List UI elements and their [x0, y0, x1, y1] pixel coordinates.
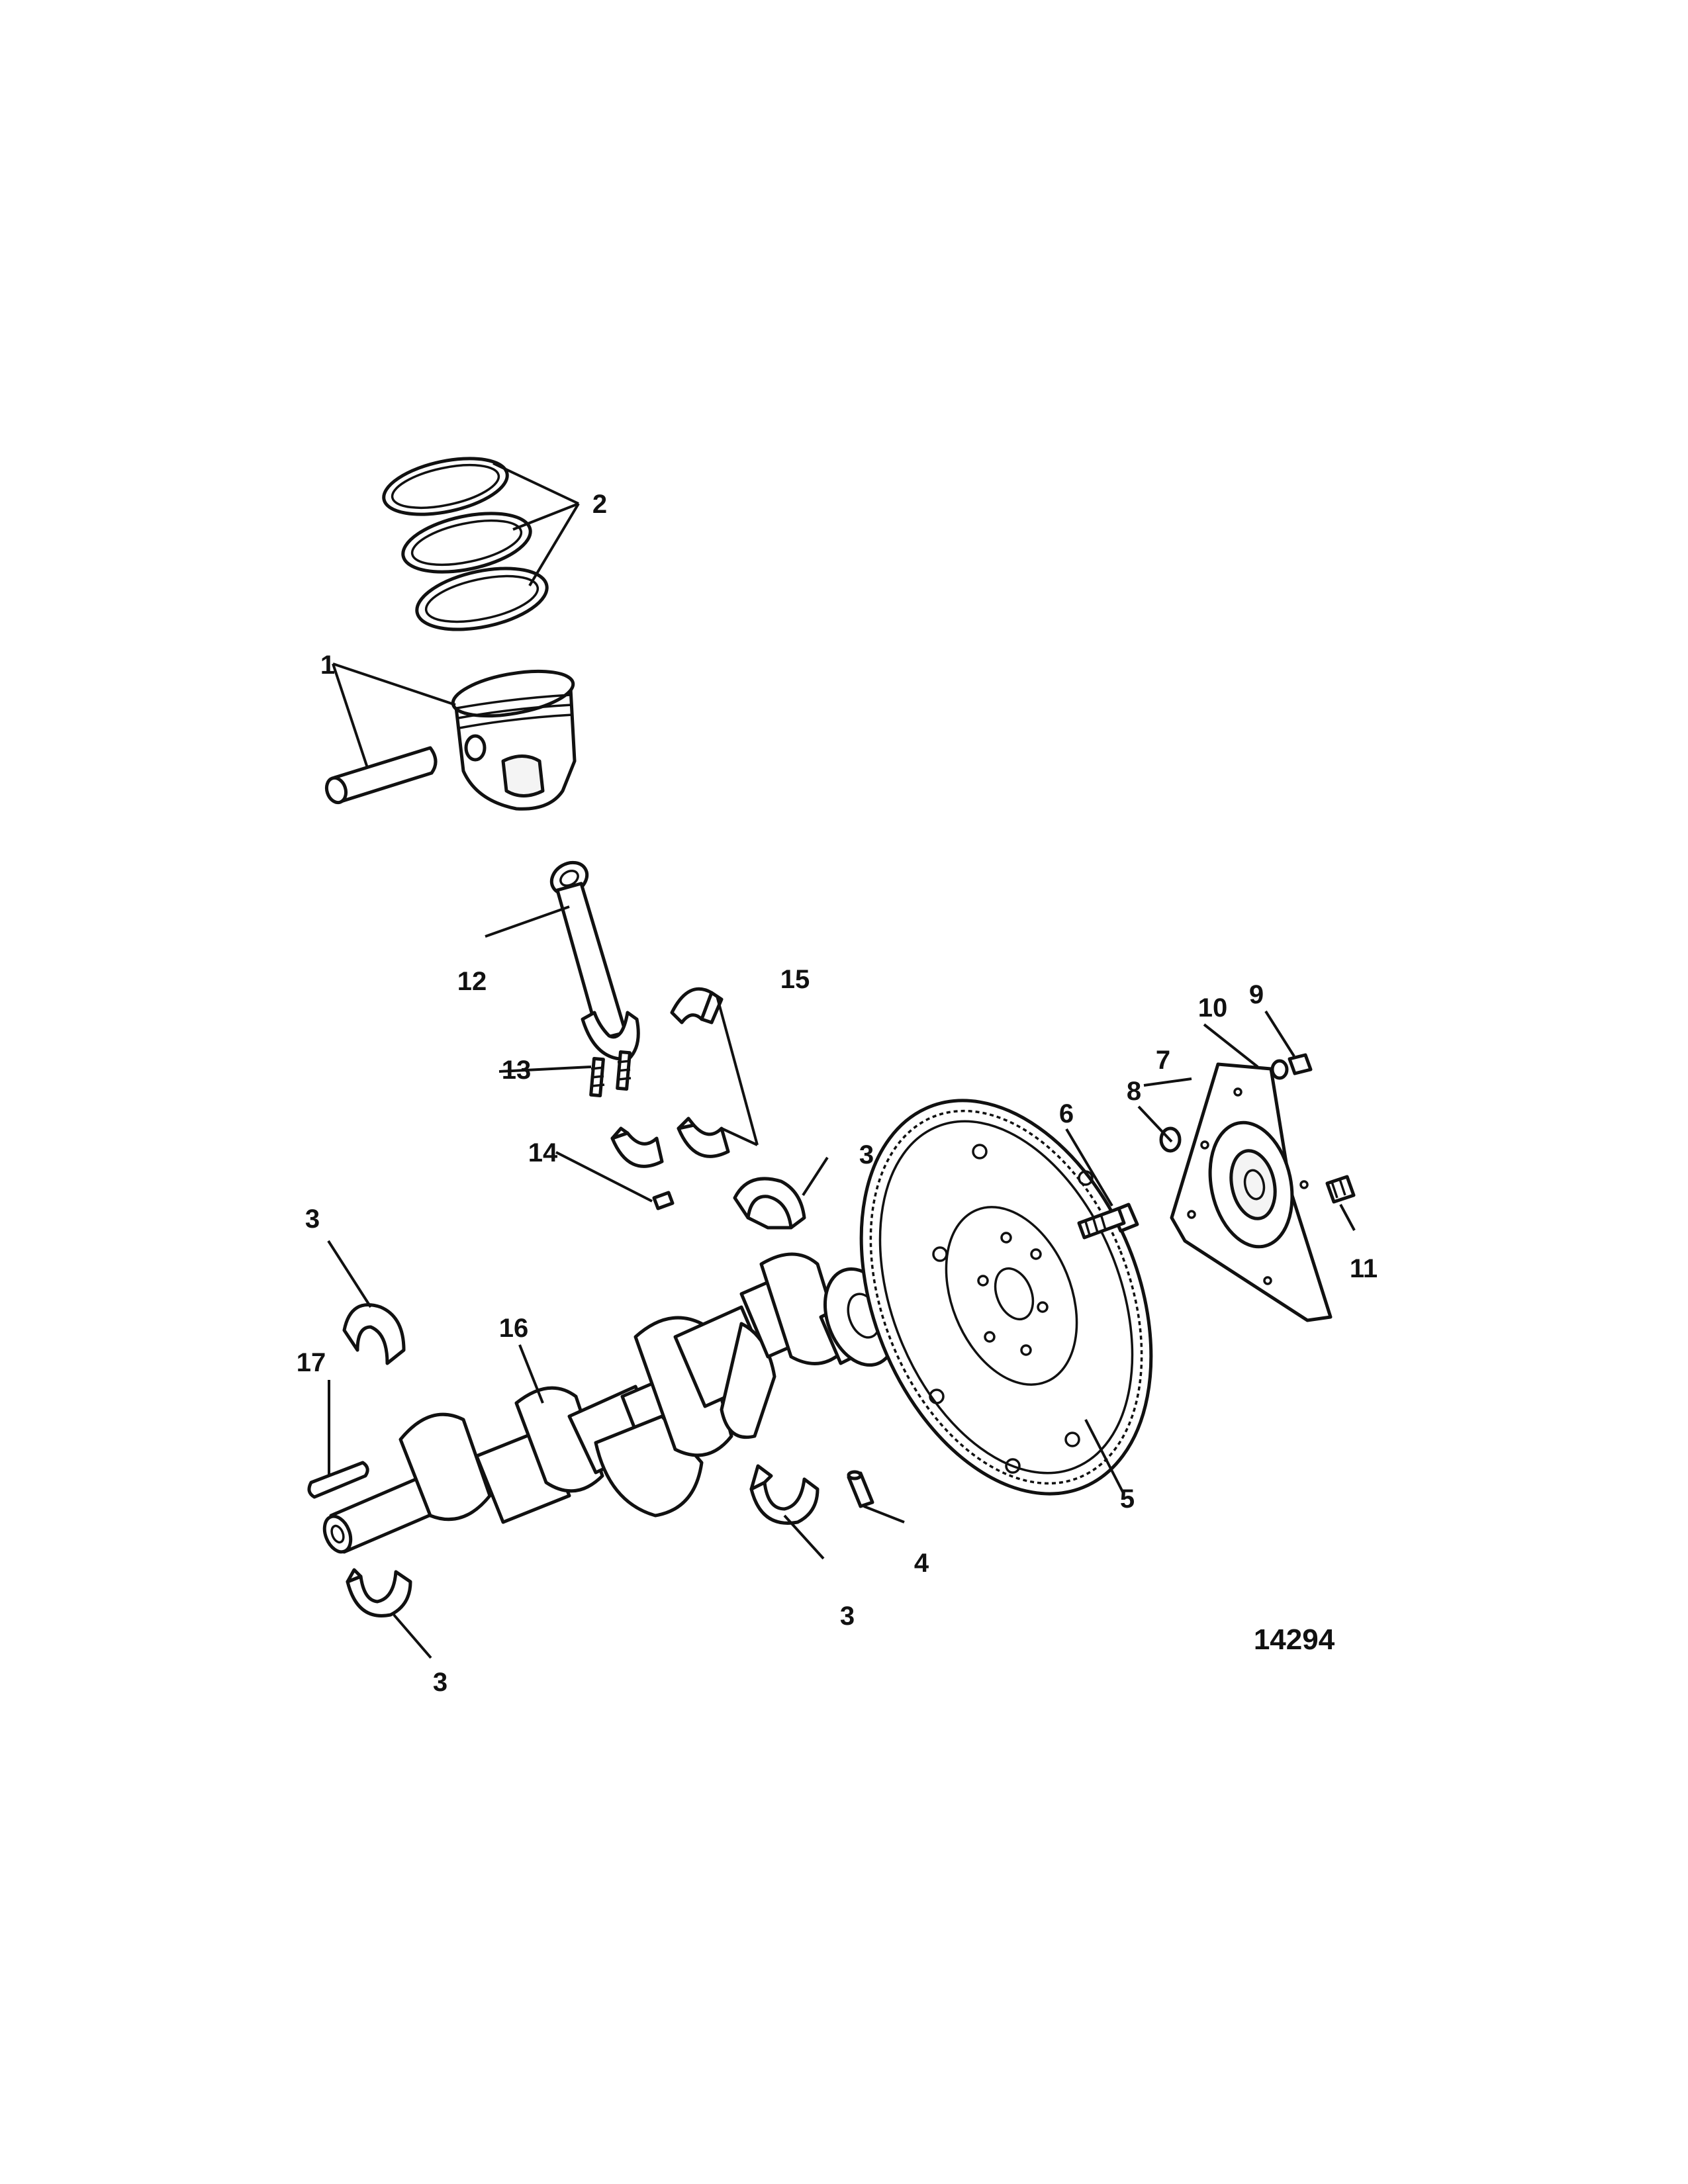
- piston-pin: [324, 746, 438, 805]
- rod-bolt-right: [616, 1050, 632, 1091]
- rod-bearing-lower: [677, 1116, 730, 1158]
- stud: [1325, 1175, 1356, 1204]
- callout-11: 11: [1350, 1254, 1378, 1283]
- callout-16: 16: [499, 1314, 529, 1343]
- piston-ring-top: [382, 457, 509, 516]
- main-bearing-thrust-upper: [733, 1177, 806, 1230]
- callout-6: 6: [1059, 1099, 1074, 1128]
- callout-17: 17: [297, 1348, 326, 1377]
- callout-5: 5: [1120, 1484, 1135, 1514]
- piston-ring-middle: [401, 512, 532, 574]
- callout-3-thrust: 3: [859, 1140, 874, 1169]
- piston: [451, 669, 577, 811]
- figure-number: 14294: [1254, 1623, 1335, 1656]
- rod-bearing-cap: [610, 1126, 664, 1168]
- dowel-pin-small: [652, 1191, 675, 1210]
- callout-7: 7: [1156, 1046, 1170, 1075]
- callout-labels: 1 2 3 3 3 3 4 5 6 7 8 9 10 11 12 13 14 1…: [297, 490, 1378, 1697]
- connecting-rod: [549, 860, 640, 1061]
- callout-13: 13: [502, 1056, 532, 1085]
- callout-12: 12: [457, 967, 487, 996]
- callout-3-center: 3: [840, 1602, 855, 1631]
- callout-9: 9: [1249, 980, 1264, 1009]
- crankshaft-key: [307, 1461, 369, 1499]
- callout-2: 2: [592, 490, 607, 519]
- callout-3-front: 3: [433, 1668, 447, 1697]
- callout-8: 8: [1127, 1077, 1141, 1106]
- main-bearing-center: [749, 1464, 820, 1525]
- drive-coupler-plate: [1170, 1062, 1333, 1322]
- main-bearing-left-upper: [342, 1303, 406, 1365]
- callout-4: 4: [914, 1549, 929, 1578]
- rod-bearing-upper: [670, 987, 724, 1024]
- callout-10: 10: [1198, 993, 1228, 1023]
- main-bearing-front-lower: [346, 1568, 412, 1617]
- crankshaft: [322, 1252, 898, 1554]
- flywheel-bolt: [1077, 1203, 1139, 1240]
- piston-ring-bottom: [415, 567, 549, 631]
- flywheel: [859, 1099, 1153, 1496]
- dowel-pin: [847, 1470, 874, 1508]
- nut: [1288, 1053, 1313, 1075]
- leader-lines: [327, 462, 1356, 1659]
- rod-bolt-left: [589, 1056, 605, 1098]
- callout-14: 14: [528, 1138, 558, 1167]
- washer: [1270, 1059, 1289, 1080]
- callout-1: 1: [320, 651, 335, 680]
- callout-3-upper-left: 3: [305, 1205, 320, 1234]
- callout-15: 15: [780, 965, 810, 994]
